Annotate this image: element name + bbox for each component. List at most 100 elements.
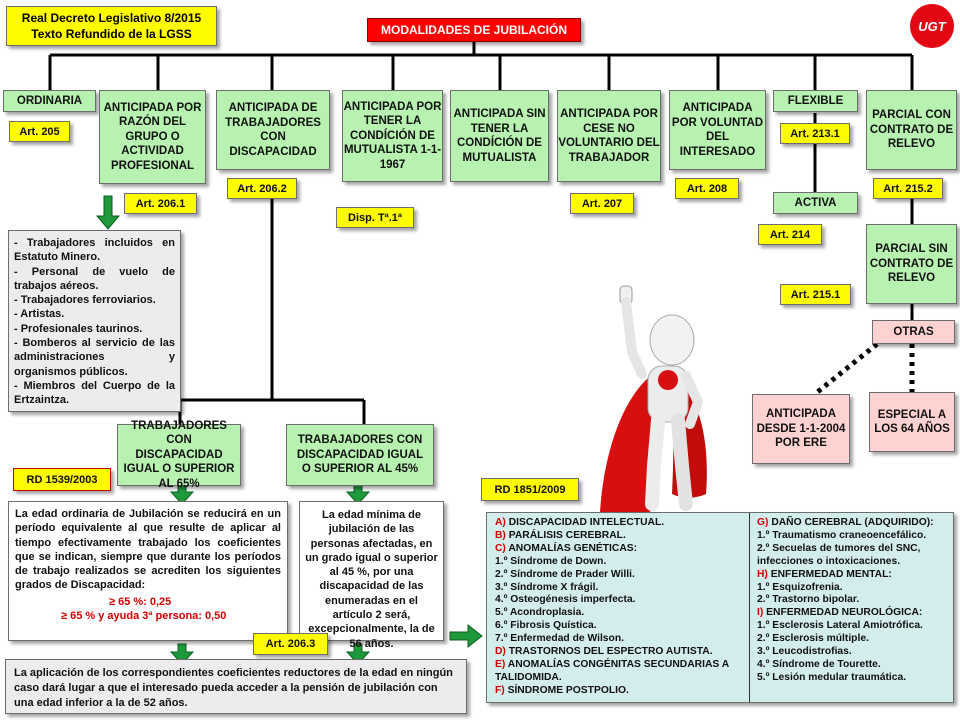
arrow-down-icon: [95, 195, 121, 230]
art-215-2-label: Art. 215.2: [883, 182, 933, 195]
disease-item: H) ENFERMEDAD MENTAL:: [757, 569, 949, 582]
art-208-label: Art. 208: [686, 182, 728, 195]
category-otras: OTRAS: [872, 320, 955, 344]
disease-item: 6.º Fibrosis Quística.: [495, 620, 745, 633]
category-activa-label: ACTIVA: [794, 196, 837, 209]
category-parcial-con-relevo: PARCIAL CON CONTRATO DE RELEVO: [866, 90, 957, 170]
disease-item: 7.º Enfermedad de Wilson.: [495, 633, 745, 646]
disease-text: 3.º Leucodistrofias.: [757, 646, 852, 658]
disp-transitoria-tag: Disp. Tª.1ª: [336, 207, 414, 228]
arrow-down-icon: [169, 643, 195, 665]
disease-text: 6.º Fibrosis Quística.: [495, 620, 597, 632]
disease-text: 1.º Síndrome de Down.: [495, 555, 607, 567]
category-anticipada-discapacidad-label: ANTICIPADA DE TRABAJADORES CON DISCAPACI…: [225, 102, 321, 158]
category-anticipada-cese: ANTICIPADA POR CESE NO VOLUNTARIO DEL TR…: [557, 90, 661, 182]
art-213-1-tag: Art. 213.1: [780, 123, 850, 144]
category-anticipada-sin-mutualista-label: ANTICIPADA SIN TENER LA CONDÍCIÓN DE MUT…: [453, 108, 546, 164]
diseases-right-column: G) DAÑO CEREBRAL (ADQUIRIDO): 1.º Trauma…: [757, 517, 949, 685]
disease-text: 3.º Síndrome X frágil.: [495, 581, 599, 593]
art-207-label: Art. 207: [581, 197, 623, 210]
disability-65-title: TRABAJADORES CON DISCAPACIDAD IGUAL O SU…: [123, 419, 235, 490]
disease-item: E) ANOMALÍAS CONGÉNITAS SECUNDARIAS A TA…: [495, 659, 745, 685]
category-especial-64: ESPECIAL A LOS 64 AÑOS: [869, 392, 955, 452]
main-title: MODALIDADES DE JUBILACIÓN: [367, 18, 581, 42]
category-activa: ACTIVA: [773, 192, 858, 214]
disability-45-text: La edad mínima de jubilación de las pers…: [305, 509, 438, 650]
disease-item: D) TRASTORNOS DEL ESPECTRO AUTISTA.: [495, 646, 745, 659]
list-item: - Artistas.: [14, 308, 65, 321]
disability-45-text-box: La edad mínima de jubilación de las pers…: [299, 501, 444, 650]
art-214-label: Art. 214: [769, 228, 811, 241]
diseases-box: A) DISCAPACIDAD INTELECTUAL. B) PARÁLISI…: [486, 512, 954, 703]
category-anticipada-grupo-label: ANTICIPADA POR RAZÓN DEL GRUPO O ACTIVID…: [103, 101, 202, 172]
disease-text: 1.º Traumatismo craneoencefálico.: [757, 529, 927, 541]
list-item: - Miembros del Cuerpo de la Ertzaintza.: [14, 379, 175, 407]
disease-text: 5.º Lesión medular traumática.: [757, 671, 907, 683]
category-anticipada-voluntad: ANTICIPADA POR VOLUNTAD DEL INTERESADO: [669, 90, 766, 170]
disease-text: ANOMALÍAS GENÉTICAS:: [505, 542, 638, 554]
law-reference: Real Decreto Legislativo 8/2015 Texto Re…: [6, 6, 217, 46]
disease-text: 2.º Trastorno bipolar.: [757, 594, 860, 606]
disease-text: 4.º Osteogénesis imperfecta.: [495, 594, 636, 606]
disease-text: DISCAPACIDAD INTELECTUAL.: [505, 517, 665, 528]
disease-item: 5.º Acondroplasia.: [495, 607, 745, 620]
list-item: - Bomberos al servicio de las administra…: [14, 337, 175, 378]
disease-item: 4.º Síndrome de Tourette.: [757, 659, 949, 672]
art-215-1-label: Art. 215.1: [790, 288, 841, 301]
disease-item: 1.º Esclerosis Lateral Amiotrófica.: [757, 620, 949, 633]
rd-1539-tag: RD 1539/2003: [13, 468, 111, 491]
disability-65-box: TRABAJADORES CON DISCAPACIDAD IGUAL O SU…: [117, 420, 241, 490]
category-ordinaria: ORDINARIA: [3, 90, 96, 112]
coef-1: ≥ 65 %: 0,25: [109, 595, 172, 608]
art-214-tag: Art. 214: [758, 224, 822, 245]
category-anticipada-grupo: ANTICIPADA POR RAZÓN DEL GRUPO O ACTIVID…: [99, 90, 206, 184]
disease-text: 2.º Síndrome de Prader Willi.: [495, 568, 635, 580]
coef-2: ≥ 65 % y ayuda 3ª persona: 0,50: [61, 610, 227, 623]
disease-item: 4.º Osteogénesis imperfecta.: [495, 594, 745, 607]
rd-1539-label: RD 1539/2003: [26, 473, 98, 486]
rd-1851-label: RD 1851/2009: [494, 483, 566, 496]
ugt-logo-text: UGT: [918, 18, 946, 34]
category-parcial-sin-relevo: PARCIAL SIN CONTRATO DE RELEVO: [866, 224, 957, 304]
list-item: - Trabajadores ferroviarios.: [14, 294, 156, 307]
category-anticipada-ere: ANTICIPADA DESDE 1-1-2004 POR ERE: [752, 394, 850, 464]
disease-item: C) ANOMALÍAS GENÉTICAS:: [495, 543, 745, 556]
bottom-note-text: La aplicación de los correspondientes co…: [14, 667, 453, 709]
category-ordinaria-label: ORDINARIA: [16, 94, 83, 107]
disease-item: 2.º Trastorno bipolar.: [757, 594, 949, 607]
category-parcial-con-relevo-label: PARCIAL CON CONTRATO DE RELEVO: [869, 109, 954, 151]
group-list-box: - Trabajadores incluidos en Estatuto Min…: [8, 230, 181, 412]
art-207-tag: Art. 207: [570, 193, 634, 214]
disease-item: 3.º Leucodistrofias.: [757, 646, 949, 659]
list-item: - Profesionales taurinos.: [14, 322, 143, 335]
art-206-3-tag: Art. 206.3: [253, 633, 328, 655]
disease-text: ANOMALÍAS CONGÉNITAS SECUNDARIAS A TALID…: [495, 658, 729, 683]
art-206-1-tag: Art. 206.1: [124, 193, 197, 214]
list-item: - Personal de vuelo de trabajos aéreos.: [14, 265, 175, 292]
art-213-1-label: Art. 213.1: [790, 127, 840, 140]
category-anticipada-sin-mutualista: ANTICIPADA SIN TENER LA CONDÍCIÓN DE MUT…: [450, 90, 549, 182]
category-especial-64-label: ESPECIAL A LOS 64 AÑOS: [874, 408, 950, 436]
disability-65-text-box: La edad ordinaria de Jubilación se reduc…: [8, 501, 288, 641]
art-206-2-tag: Art. 206.2: [227, 178, 297, 199]
disease-text: ENFERMEDAD NEUROLÓGICA:: [763, 607, 923, 619]
arrow-right-icon: [449, 623, 483, 649]
category-anticipada-ere-label: ANTICIPADA DESDE 1-1-2004 POR ERE: [756, 408, 846, 450]
disease-item: 1.º Esquizofrenia.: [757, 582, 949, 595]
bottom-note-box: La aplicación de los correspondientes co…: [5, 659, 467, 714]
list-item: - Trabajadores incluidos en Estatuto Min…: [14, 237, 175, 264]
disease-text: DAÑO CEREBRAL (ADQUIRIDO):: [768, 517, 934, 528]
disease-item: 1.º Síndrome de Down.: [495, 556, 745, 569]
arrow-down-icon: [345, 643, 371, 665]
art-215-2-tag: Art. 215.2: [873, 178, 943, 199]
category-anticipada-mutualista-label: ANTICIPADA POR TENER LA CONDÍCIÓN DE MUT…: [343, 100, 442, 171]
category-flexible: FLEXIBLE: [773, 90, 858, 112]
category-otras-label: OTRAS: [893, 325, 934, 338]
disease-item: F) SÍNDROME POSTPOLIO.: [495, 685, 745, 698]
disease-item: 2.º Esclerosis múltiple.: [757, 633, 949, 646]
disp-transitoria-label: Disp. Tª.1ª: [348, 211, 402, 224]
category-anticipada-voluntad-label: ANTICIPADA POR VOLUNTAD DEL INTERESADO: [671, 102, 764, 158]
diseases-divider: [749, 513, 750, 702]
disease-letter: H): [757, 568, 768, 580]
disease-letter: C): [495, 542, 506, 554]
